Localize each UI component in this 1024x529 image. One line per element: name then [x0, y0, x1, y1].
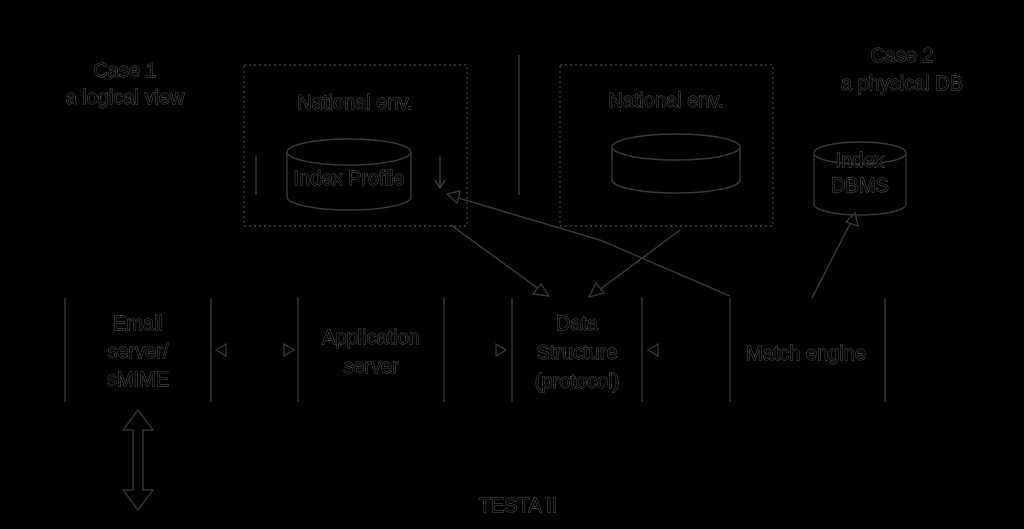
case-2-subtitle: a physical DB: [841, 73, 963, 95]
connector-left-env-to-data-structure: [450, 224, 541, 291]
case-1-subtitle: a logical view: [66, 87, 186, 109]
arrow-head-icon: [844, 211, 859, 227]
application-server-label-line-1: Application: [322, 327, 420, 349]
case-2-label: Case 2 a physical DB: [840, 45, 963, 96]
index-dbms-label-line-2: DBMS: [831, 175, 889, 197]
national-db-right-top: [611, 133, 741, 161]
email-server-label-line-2: server/: [107, 341, 169, 363]
data-structure-label-line-3: (protocol): [535, 371, 619, 393]
connector-match-engine-to-index-profile: [454, 196, 731, 297]
national-env-right: National env.: [559, 64, 774, 227]
national-db-right: [611, 133, 741, 194]
connector-right-env-to-data-structure: [597, 229, 681, 292]
index-profile-db-top: [286, 138, 412, 166]
case-1-title: Case 1: [93, 60, 156, 82]
index-dbms-body: [813, 153, 907, 216]
arrow-head-icon: [531, 282, 551, 297]
case-2-title: Case 2: [870, 45, 933, 67]
index-profile-db: Index Profile: [255, 138, 412, 211]
down-arrow-icon: [434, 156, 446, 190]
left-arrow-icon: [214, 342, 227, 358]
arrow-head-icon: [587, 281, 606, 298]
index-dbms-label-line-1: Index: [836, 150, 885, 172]
case-1-label: Case 1 a logical view: [65, 60, 186, 110]
right-arrow-icon: [495, 342, 508, 358]
email-server-box: Email server/ sMIME: [64, 298, 212, 402]
index-profile-label: Index Profile: [293, 168, 404, 190]
data-structure-label-line-2: Structure: [536, 342, 617, 364]
national-env-left: National env. Index Profile: [243, 64, 468, 227]
match-engine-label: Match engine: [746, 343, 866, 365]
national-env-left-label: National env.: [297, 92, 412, 114]
index-dbms-db: Index DBMS: [813, 141, 907, 216]
arrow-head-icon: [445, 190, 461, 205]
data-structure-box: Data Structure (protocol): [511, 298, 643, 402]
national-env-right-label: National env.: [608, 90, 723, 112]
index-profile-db-body: [286, 152, 412, 211]
application-server-label-line-2: server: [343, 356, 399, 378]
network-label: TESTA II: [479, 495, 558, 517]
application-server-box: Application server: [297, 298, 445, 402]
national-env-left-frame: [243, 64, 468, 227]
national-env-right-frame: [559, 64, 774, 227]
connector-match-engine-to-index-dbms: [811, 221, 852, 299]
left-arrow-icon: [646, 342, 659, 358]
index-dbms-top: [813, 141, 907, 165]
data-structure-label-line-1: Data: [556, 313, 599, 335]
match-engine-box: Match engine: [729, 298, 886, 402]
double-arrow-icon: [121, 408, 155, 512]
email-server-label-line-3: sMIME: [107, 369, 169, 391]
email-server-label-line-1: Email: [113, 313, 163, 335]
right-arrow-icon: [283, 342, 296, 358]
